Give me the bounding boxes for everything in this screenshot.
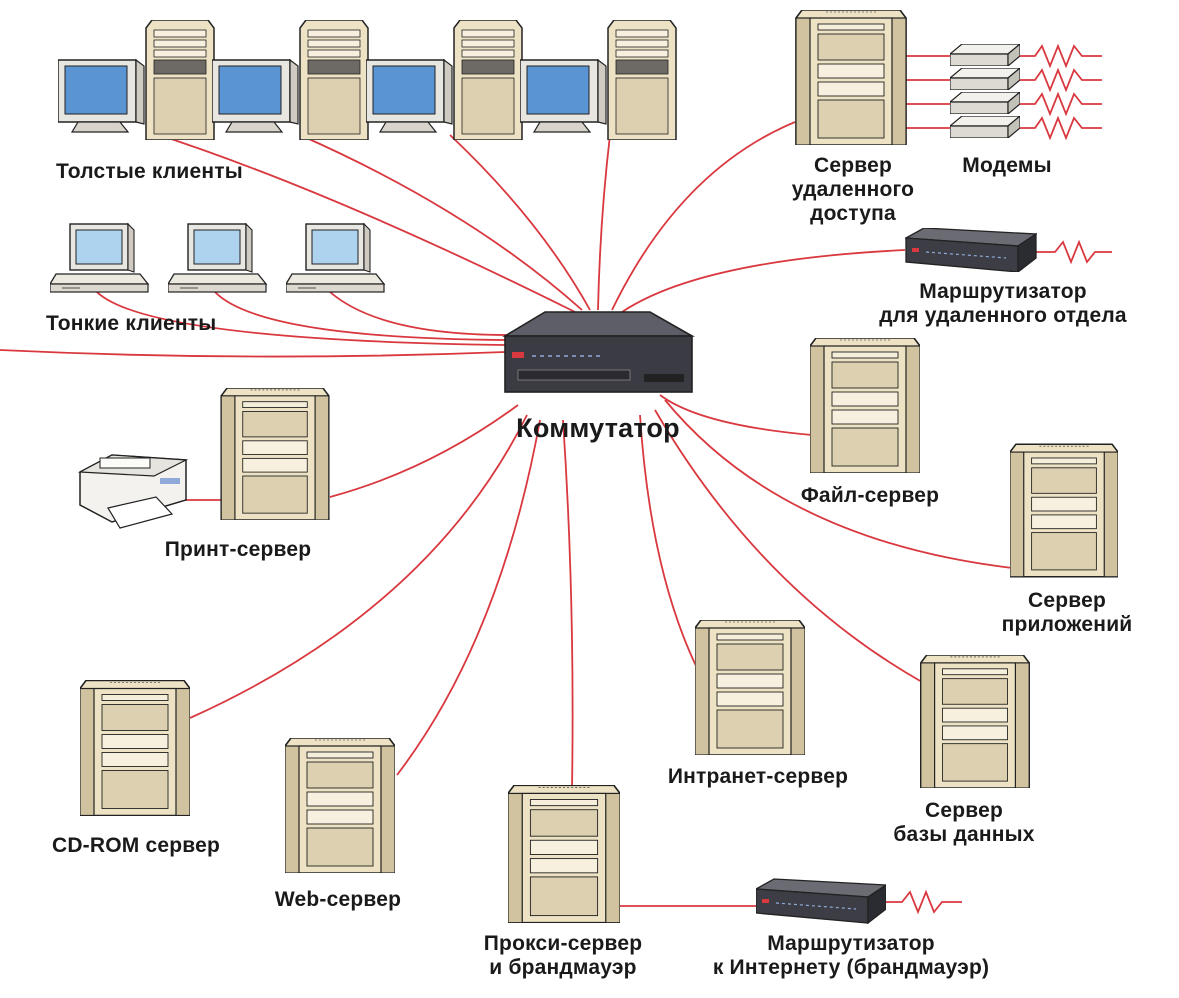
file-server-label: Файл-сервер — [801, 484, 939, 507]
wire-thin-client-2 — [214, 291, 506, 341]
wire-modem-zigzag-1 — [1020, 43, 1102, 69]
thick-client-computer-3 — [366, 20, 523, 140]
file-server-group: Файл-сервер — [801, 338, 939, 507]
database-server-label-line-2: базы данных — [893, 823, 1034, 846]
printer-icon — [77, 454, 189, 529]
application-server-label-line-2: приложений — [1002, 613, 1133, 636]
wire-remote-access-server — [611, 121, 796, 311]
print-server-label: Принт-сервер — [165, 538, 312, 561]
wire-print-server — [329, 404, 519, 498]
internet-router-label-line-2: к Интернету (брандмауэр) — [713, 956, 989, 979]
modem-icon-3 — [950, 92, 1020, 114]
remote-access-server-label-line-1: Сервер — [814, 154, 892, 177]
internet-router-group: Маршрутизатор к Интернету (брандмауэр) — [713, 878, 989, 979]
switch-label: Коммутатор — [516, 413, 680, 443]
web-server-tower — [285, 738, 395, 873]
cdrom-server-tower — [80, 680, 190, 816]
thick-clients-label: Толстые клиенты — [56, 160, 243, 183]
thick-client-computer-2 — [212, 20, 369, 140]
print-server-tower — [220, 388, 330, 520]
modem-icon-1 — [950, 44, 1020, 66]
proxy-server-label-line-2: и брандмауэр — [489, 956, 636, 979]
database-server-group: Сервер базы данных — [893, 655, 1035, 846]
wire-proxy-server — [562, 419, 574, 789]
wire-remote-office-router — [621, 249, 906, 313]
wire-thick-client-3 — [449, 134, 591, 311]
proxy-server-tower — [508, 785, 620, 923]
wire-thick-client-1 — [149, 131, 576, 313]
switch-group: Коммутатор — [502, 311, 696, 443]
remote-access-server-tower — [795, 10, 907, 145]
wire-modem-zigzag-2 — [1020, 67, 1102, 93]
wire-thin-client-extra — [0, 349, 506, 358]
application-server-group: Сервер приложений — [1002, 443, 1133, 636]
thin-client-terminal-1 — [50, 223, 149, 293]
wire-modems-bus — [905, 55, 950, 129]
remote-office-router-label-line-2: для удаленного отдела — [879, 304, 1127, 327]
wire-application-server — [664, 399, 1013, 569]
application-server-tower — [1010, 443, 1118, 578]
application-server-label-line-1: Сервер — [1028, 589, 1106, 612]
database-server-tower — [920, 655, 1030, 788]
remote-access-server-label-line-3: доступа — [810, 202, 896, 225]
web-server-group: Web-сервер — [275, 738, 401, 911]
cdrom-server-label: CD-ROM сервер — [52, 834, 220, 857]
modem-icon-2 — [950, 68, 1020, 90]
remote-office-router-label-line-1: Маршрутизатор — [919, 280, 1087, 303]
proxy-server-group: Прокси-сервер и брандмауэр — [484, 785, 643, 979]
thin-clients-group: Тонкие клиенты — [46, 223, 385, 335]
wire-thick-client-2 — [299, 134, 583, 311]
thick-client-computer-4 — [520, 20, 677, 140]
thick-client-computer-1 — [58, 20, 215, 140]
wire-thin-client-1 — [94, 289, 506, 346]
thin-client-terminal-2 — [168, 223, 267, 293]
wire-modem-zigzag-4 — [1020, 115, 1102, 141]
remote-access-group: Сервер удаленного доступа Модемы — [792, 10, 1052, 225]
thin-clients-label: Тонкие клиенты — [46, 312, 216, 335]
wire-thick-client-4 — [597, 134, 611, 311]
wire-thin-client-3 — [329, 291, 509, 336]
connection-wires — [0, 43, 1112, 915]
switch-device — [502, 311, 696, 393]
web-server-label: Web-сервер — [275, 888, 401, 911]
wire-file-server — [659, 394, 813, 436]
cdrom-server-group: CD-ROM сервер — [52, 680, 220, 857]
modems-label: Модемы — [962, 154, 1051, 177]
thin-client-terminal-3 — [286, 223, 385, 293]
wire-database-server — [654, 409, 923, 683]
proxy-server-label-line-1: Прокси-сервер — [484, 932, 643, 955]
intranet-server-group: Интранет-сервер — [668, 620, 848, 788]
wire-web-server — [396, 419, 541, 776]
internet-router-label-line-1: Маршрутизатор — [767, 932, 935, 955]
wire-cdrom-server — [189, 414, 528, 719]
thick-clients-group: Толстые клиенты — [56, 20, 677, 183]
wire-remote-router-zigzag — [1036, 239, 1112, 265]
database-server-label-line-1: Сервер — [925, 799, 1003, 822]
wire-modem-zigzag-3 — [1020, 91, 1102, 117]
intranet-server-label: Интранет-сервер — [668, 765, 848, 788]
file-server-tower — [810, 338, 920, 473]
remote-office-router-icon — [905, 228, 1037, 272]
remote-access-server-label-line-2: удаленного — [792, 178, 914, 201]
internet-router-icon — [756, 878, 886, 924]
wire-internet-router-zigzag — [885, 889, 962, 915]
print-server-group: Принт-сервер — [77, 388, 330, 561]
remote-office-router-group: Маршрутизатор для удаленного отдела — [879, 228, 1127, 327]
intranet-server-tower — [695, 620, 805, 755]
modem-icon-4 — [950, 116, 1020, 138]
wire-intranet-server — [639, 414, 698, 669]
